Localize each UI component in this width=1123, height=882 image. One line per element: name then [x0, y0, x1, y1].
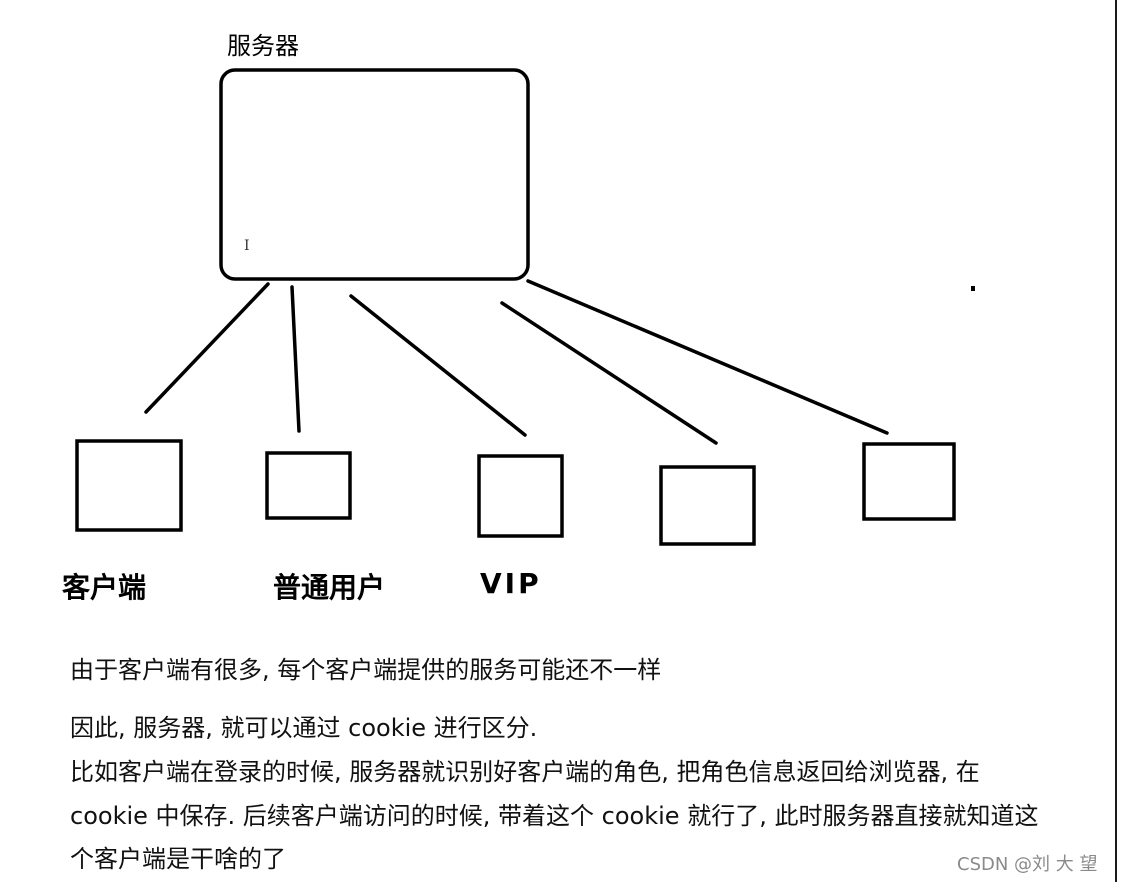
normal-user-label: 普通用户: [273, 571, 386, 604]
client-box-2: [265, 451, 352, 520]
csdn-watermark: CSDN @刘 大 望: [957, 854, 1098, 875]
connector-line-4: [500, 301, 718, 445]
connector-line-1: [144, 282, 270, 414]
explanation-line-2: 因此, 服务器, 就可以通过 cookie 进行区分.: [70, 714, 538, 742]
explanation-line-1: 由于客户端有很多, 每个客户端提供的服务可能还不一样: [70, 656, 662, 684]
client-box-3: [477, 454, 564, 538]
client-box-4: [659, 465, 756, 546]
text-cursor-icon: I: [244, 238, 250, 254]
explanation-line-4: cookie 中保存. 后续客户端访问的时候, 带着这个 cookie 就行了,…: [70, 802, 1039, 830]
connector-line-5: [526, 279, 889, 435]
stray-dot: [971, 286, 975, 291]
vip-label: VIP: [480, 567, 542, 600]
client-box-1: [75, 439, 183, 532]
client-label: 客户端: [62, 571, 147, 604]
connector-line-2: [290, 285, 301, 433]
client-box-5: [862, 442, 956, 521]
right-edge-rule: [1115, 0, 1117, 882]
explanation-line-3: 比如客户端在登录的时候, 服务器就识别好客户端的角色, 把角色信息返回给浏览器,…: [70, 758, 980, 786]
server-box: [219, 68, 530, 281]
server-label: 服务器: [227, 32, 299, 60]
connector-line-3: [349, 294, 527, 437]
explanation-line-5: 个客户端是干啥的了: [70, 845, 286, 873]
